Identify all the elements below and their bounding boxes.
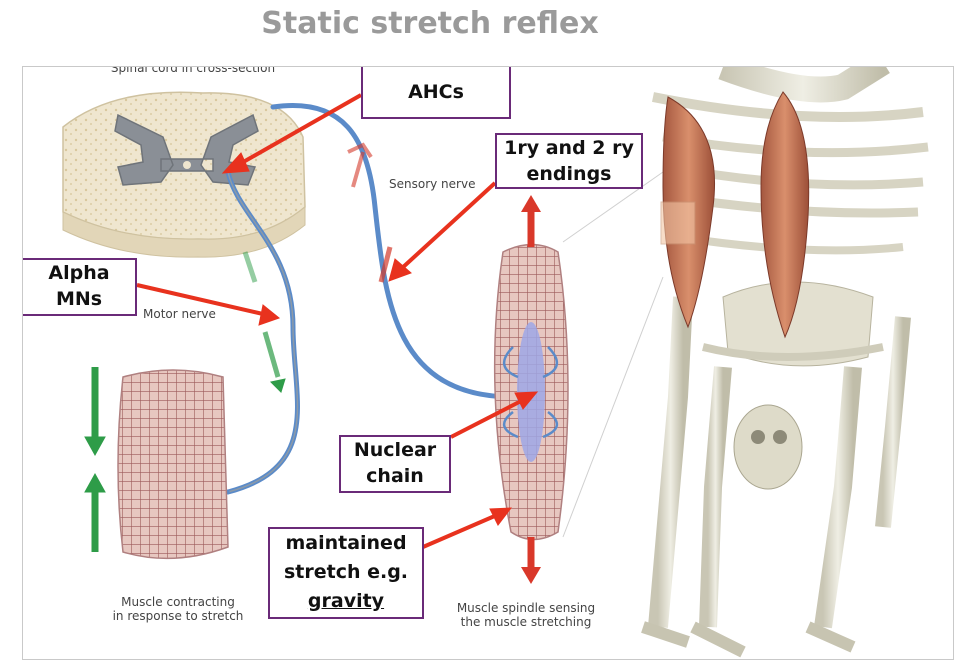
zoom-guide-lines bbox=[563, 172, 663, 537]
caption-motor-nerve: Motor nerve bbox=[143, 307, 243, 321]
page-title: Static stretch reflex bbox=[0, 6, 860, 41]
label-endings: 1ry and 2 ry endings bbox=[495, 133, 643, 189]
spinal-cord-cross-section bbox=[63, 92, 305, 257]
caption-muscle-spindle: Muscle spindle sensing the muscle stretc… bbox=[431, 601, 621, 629]
label-ahcs: AHCs bbox=[361, 66, 511, 119]
muscle-spindle bbox=[495, 195, 568, 584]
caption-spinal-cord: Spinal cord in cross-section bbox=[83, 66, 303, 75]
label-nuclear-chain: Nuclear chain bbox=[339, 435, 451, 493]
label-alpha-mns: Alpha MNs bbox=[22, 258, 137, 316]
caption-muscle-contracting: Muscle contracting in response to stretc… bbox=[78, 595, 278, 623]
skeleton-figure bbox=[643, 67, 928, 652]
diagram-panel: Spinal cord in cross-section Sensory ner… bbox=[22, 66, 954, 660]
contracting-muscle bbox=[118, 370, 228, 558]
diagram-illustration bbox=[23, 67, 953, 659]
arrow-head-alpha-mns bbox=[259, 305, 279, 325]
label-maintained-stretch: maintained stretch e.g. gravity bbox=[268, 527, 424, 619]
